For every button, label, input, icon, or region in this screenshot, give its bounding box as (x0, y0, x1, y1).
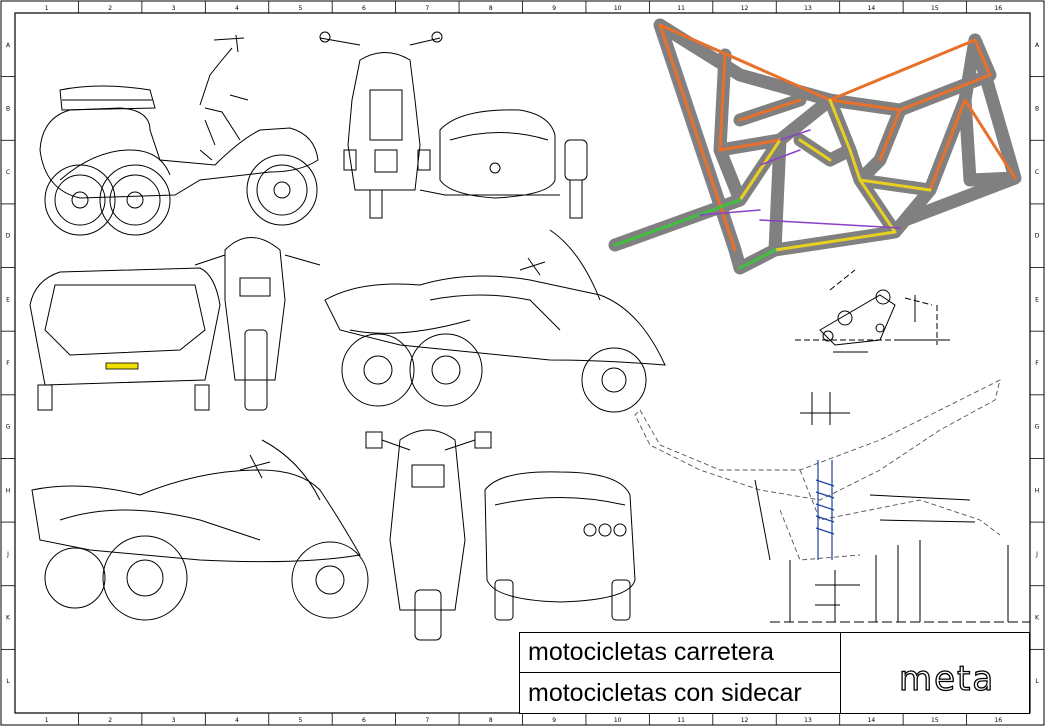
column-label: 13 (804, 717, 812, 724)
column-label: 15 (931, 5, 939, 12)
title-block: motocicletas carretera motocicletas con … (519, 632, 1030, 714)
logo-text: meta (898, 658, 996, 699)
title-row-1: motocicletas carretera (520, 633, 840, 673)
column-label: 4 (235, 5, 239, 12)
column-label: 3 (172, 5, 176, 12)
row-label: C (6, 169, 10, 176)
row-label: D (1035, 233, 1040, 240)
row-label: C (1035, 169, 1039, 176)
column-label: 10 (614, 717, 622, 724)
row-label: G (6, 424, 11, 431)
column-label: 11 (677, 5, 685, 12)
inner-border (14, 12, 1031, 714)
column-label: 3 (172, 717, 176, 724)
column-label: 13 (804, 5, 812, 12)
column-label: 5 (299, 5, 303, 12)
column-label: 12 (741, 717, 749, 724)
row-label: H (1035, 487, 1040, 494)
column-label: 1 (45, 717, 49, 724)
column-label: 2 (108, 717, 112, 724)
row-label: F (1035, 360, 1039, 367)
column-label: 10 (614, 5, 622, 12)
sidecar-headlight (105, 362, 139, 370)
row-label: B (6, 105, 10, 112)
scooter-side-view (39, 34, 319, 236)
column-label: 4 (235, 717, 239, 724)
row-label: K (1035, 615, 1040, 622)
column-label: 16 (994, 5, 1002, 12)
scooter-sidecar-rear-view (319, 31, 588, 219)
column-label: 7 (425, 5, 429, 12)
row-label: B (1035, 105, 1039, 112)
row-label: F (6, 360, 10, 367)
title-line-1: motocicletas carretera (528, 638, 774, 666)
row-label: J (6, 551, 9, 558)
column-label: 6 (362, 5, 366, 12)
row-label: E (1035, 296, 1039, 303)
column-label: 11 (677, 717, 685, 724)
row-label: K (6, 615, 11, 622)
sport-sidecar-rear-view (365, 429, 636, 641)
column-label: 16 (994, 717, 1002, 724)
column-label: 14 (868, 717, 876, 724)
title-row-2: motocicletas con sidecar (520, 673, 840, 713)
column-label: 7 (425, 717, 429, 724)
frame-shock-dimension-drawing (634, 379, 1001, 561)
column-label: 9 (552, 717, 556, 724)
column-label: 5 (299, 717, 303, 724)
sport-sidecar-front-view (29, 237, 321, 411)
shock-absorber (815, 460, 835, 560)
sport-sidecar-side-view (324, 229, 666, 413)
row-label: E (6, 296, 10, 303)
dimension-lines (754, 392, 1030, 623)
row-label: L (6, 678, 10, 685)
row-label: H (6, 487, 11, 494)
column-label: 8 (489, 5, 493, 12)
column-label: 1 (45, 5, 49, 12)
row-ruler-left: A B C D E F G H J K L (1, 42, 15, 685)
column-label: 15 (931, 717, 939, 724)
row-label: G (1035, 424, 1040, 431)
column-label: 9 (552, 5, 556, 12)
sport-sidecar-side-view-lower (31, 439, 369, 621)
row-label: J (1035, 551, 1038, 558)
column-label: 6 (362, 717, 366, 724)
row-label: D (6, 233, 11, 240)
column-label: 8 (489, 717, 493, 724)
logo-box: meta (840, 633, 1030, 713)
linkage-detail (795, 269, 950, 353)
column-label: 14 (868, 5, 876, 12)
row-label: A (6, 42, 11, 49)
row-label: L (1035, 678, 1039, 685)
column-label: 2 (108, 5, 112, 12)
column-label: 12 (741, 5, 749, 12)
row-ruler-right: A B C D E F G H J K L (1030, 42, 1044, 685)
title-line-2: motocicletas con sidecar (528, 678, 802, 707)
frame-stress-model (608, 18, 1022, 275)
row-label: A (1035, 42, 1040, 49)
